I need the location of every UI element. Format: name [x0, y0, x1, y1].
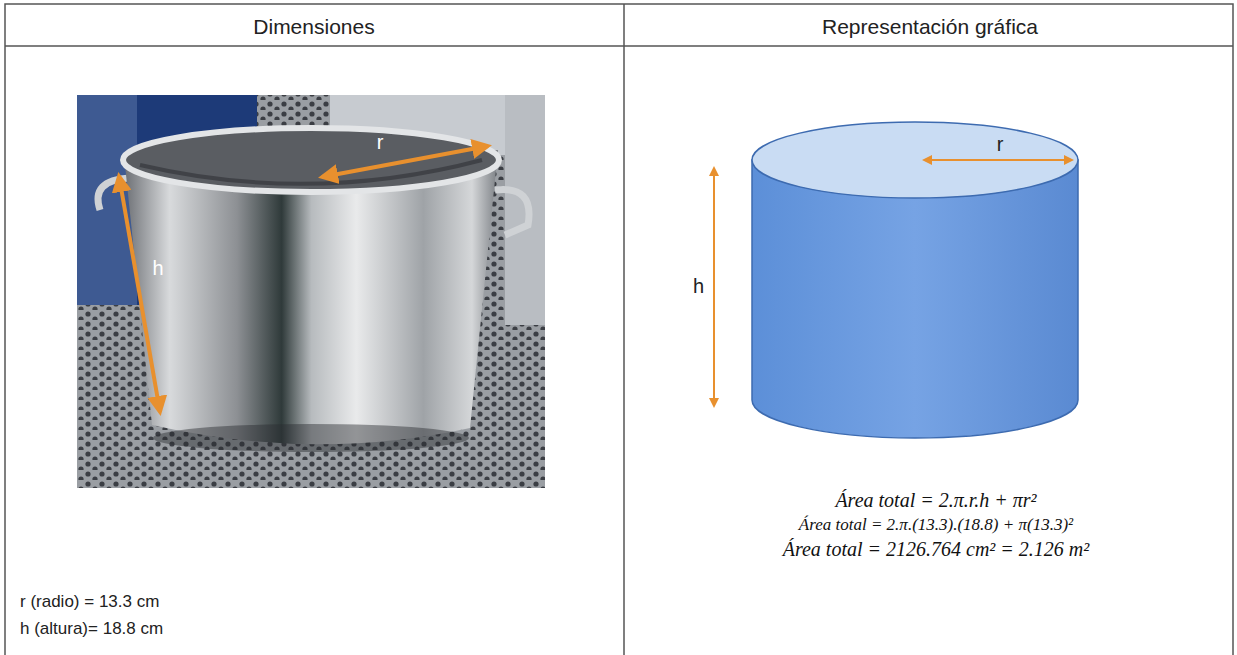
column-header: Dimensiones [253, 14, 374, 39]
formula-text: Área total = 2.π.(13.3).(18.8) + π(13.3)… [799, 515, 1073, 535]
radius-tag: r [377, 130, 384, 154]
table-rule [5, 45, 1233, 47]
cylinder-figure [714, 122, 1078, 438]
formula-text: Área total = 2126.764 cm² = 2.126 m² [783, 537, 1090, 561]
dimension-text: h (altura)= 18.8 cm [20, 619, 163, 639]
height-tag: h [693, 274, 704, 298]
pot-photo [77, 95, 545, 488]
formula-text: Área total = 2.π.r.h + πr² [835, 488, 1036, 512]
table-border [5, 4, 1233, 655]
column-header: Representación gráfica [822, 14, 1038, 39]
radius-tag: r [997, 132, 1004, 156]
dimension-text: r (radio) = 13.3 cm [20, 592, 159, 612]
table-rule [623, 4, 625, 655]
height-tag: h [152, 256, 163, 280]
